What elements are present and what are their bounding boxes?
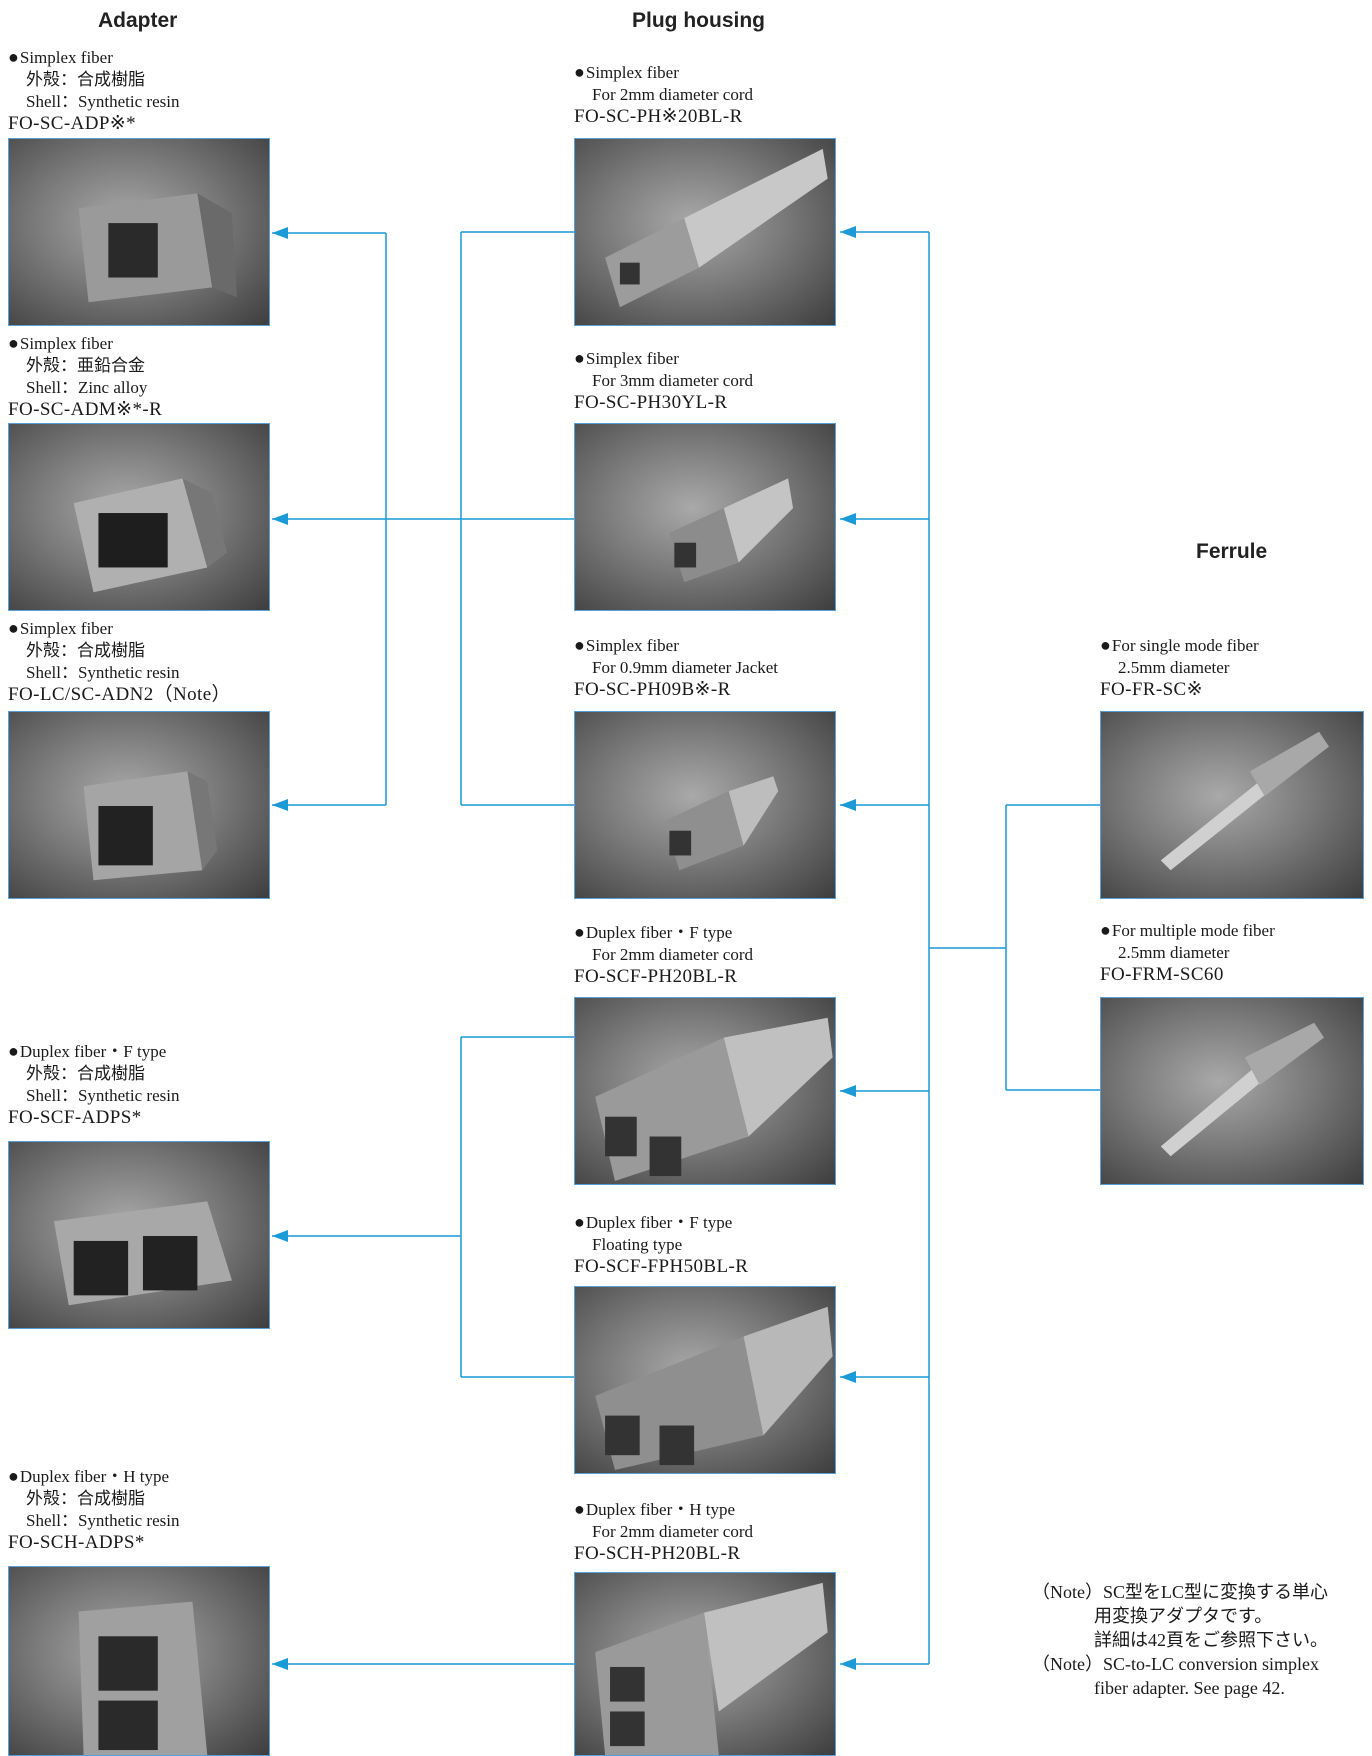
adapter-spec: 外殻：合成樹脂 (26, 1489, 145, 1508)
note-en-label: （Note） (1032, 1654, 1103, 1674)
plug-part-number: FO-SC-PH09B※-R (574, 679, 731, 700)
ferrule-part-number: FO-FR-SC※ (1100, 679, 1203, 700)
adapter-part-number: FO-SCF-ADPS* (8, 1107, 142, 1128)
note-en-text: SC-to-LC conversion simplex (1103, 1654, 1319, 1674)
ferrule-title: For multiple mode fiber (1100, 919, 1275, 942)
note-block: （Note）SC型をLC型に変換する単心 用変換アダプタです。 詳細は42頁をご… (1032, 1580, 1328, 1700)
adapter-title: Duplex fiber・F type (8, 1040, 179, 1063)
plug-desc-6: Duplex fiber・H type For 2mm diameter cor… (574, 1498, 753, 1565)
plug-part-number: FO-SCF-PH20BL-R (574, 966, 738, 987)
ferrule-desc-2: For multiple mode fiber 2.5mm diameter F… (1100, 919, 1275, 986)
ferrule-spec: 2.5mm diameter (1118, 658, 1230, 677)
plug-title: Duplex fiber・F type (574, 921, 753, 944)
plug-spec: For 2mm diameter cord (592, 945, 753, 964)
plug-title: Simplex fiber (574, 61, 753, 84)
adapter-part-number: FO-SCH-ADPS* (8, 1532, 145, 1553)
plug-housing-heading: Plug housing (632, 9, 765, 32)
simplex-adapter-icon (8, 138, 270, 326)
plug-spec: For 0.9mm diameter Jacket (592, 658, 779, 677)
adapter-title: Simplex fiber (8, 332, 162, 355)
adapter-part-number: FO-LC/SC-ADN2（Note） (8, 684, 231, 705)
ferrule-desc-1: For single mode fiber 2.5mm diameter FO-… (1100, 634, 1259, 701)
plug-part-number: FO-SC-PH30YL-R (574, 392, 728, 413)
plug-desc-5: Duplex fiber・F type Floating type FO-SCF… (574, 1211, 748, 1278)
plug-spec: For 2mm diameter cord (592, 1522, 753, 1541)
plug-housing-icon (574, 711, 836, 899)
note-jp-text: SC型をLC型に変換する単心 (1103, 1582, 1329, 1602)
plug-part-number: FO-SC-PH※20BL-R (574, 106, 743, 127)
ferrule-icon (1100, 997, 1364, 1185)
plug-spec: For 2mm diameter cord (592, 85, 753, 104)
plug-spec: Floating type (592, 1235, 683, 1254)
adapter-spec: Shell：Synthetic resin (26, 663, 180, 682)
note-jp-text: 用変換アダプタです。 (1094, 1606, 1273, 1626)
duplex-adapter-icon (8, 1566, 270, 1756)
adapter-title: Duplex fiber・H type (8, 1465, 179, 1488)
note-jp-text: 詳細は42頁をご参照下さい。 (1094, 1630, 1328, 1650)
adapter-title: Simplex fiber (8, 46, 179, 69)
plug-title: Duplex fiber・F type (574, 1211, 748, 1234)
note-en-first-line: （Note）SC-to-LC conversion simplex (1032, 1652, 1328, 1676)
duplex-plug-icon (574, 1286, 836, 1474)
plug-title: Simplex fiber (574, 347, 753, 370)
ferrule-spec: 2.5mm diameter (1118, 943, 1230, 962)
plug-spec: For 3mm diameter cord (592, 371, 753, 390)
duplex-adapter-icon (8, 1141, 270, 1329)
ferrule-part-number: FO-FRM-SC60 (1100, 964, 1224, 985)
adapter-spec: 外殻：合成樹脂 (26, 70, 145, 89)
adapter-spec: Shell：Synthetic resin (26, 92, 180, 111)
plug-part-number: FO-SCF-FPH50BL-R (574, 1256, 749, 1277)
simplex-adapter-icon (8, 711, 270, 899)
adapter-desc-1: Simplex fiber 外殻：合成樹脂 Shell：Synthetic re… (8, 46, 179, 135)
adapter-spec: Shell：Synthetic resin (26, 1086, 180, 1105)
ferrule-icon (1100, 711, 1364, 899)
simplex-adapter-icon (8, 423, 270, 611)
note-en-text: fiber adapter. See page 42. (1094, 1678, 1285, 1698)
plug-title: Simplex fiber (574, 634, 778, 657)
adapter-spec: 外殻：合成樹脂 (26, 641, 145, 660)
note-jp-first-line: （Note）SC型をLC型に変換する単心 (1032, 1580, 1328, 1604)
plug-desc-4: Duplex fiber・F type For 2mm diameter cor… (574, 921, 753, 988)
adapter-spec: 外殻：亜鉛合金 (26, 356, 145, 375)
adapter-spec: Shell：Zinc alloy (26, 378, 148, 397)
duplex-plug-icon (574, 1572, 836, 1756)
adapter-desc-3: Simplex fiber 外殻：合成樹脂 Shell：Synthetic re… (8, 617, 231, 706)
adapter-spec: Shell：Synthetic resin (26, 1511, 180, 1530)
plug-housing-icon (574, 138, 836, 326)
plug-desc-1: Simplex fiber For 2mm diameter cord FO-S… (574, 61, 753, 128)
plug-part-number: FO-SCH-PH20BL-R (574, 1543, 741, 1564)
adapter-desc-2: Simplex fiber 外殻：亜鉛合金 Shell：Zinc alloy F… (8, 332, 162, 421)
adapter-desc-4: Duplex fiber・F type 外殻：合成樹脂 Shell：Synthe… (8, 1040, 179, 1129)
adapter-heading: Adapter (98, 9, 178, 32)
adapter-desc-5: Duplex fiber・H type 外殻：合成樹脂 Shell：Synthe… (8, 1465, 179, 1554)
plug-title: Duplex fiber・H type (574, 1498, 753, 1521)
note-jp-label: （Note） (1032, 1582, 1103, 1602)
adapter-part-number: FO-SC-ADM※*-R (8, 399, 163, 420)
plug-housing-icon (574, 423, 836, 611)
ferrule-heading: Ferrule (1196, 540, 1268, 563)
adapter-part-number: FO-SC-ADP※* (8, 113, 137, 134)
duplex-plug-icon (574, 997, 836, 1185)
adapter-spec: 外殻：合成樹脂 (26, 1064, 145, 1083)
adapter-title: Simplex fiber (8, 617, 231, 640)
plug-desc-2: Simplex fiber For 3mm diameter cord FO-S… (574, 347, 753, 414)
plug-desc-3: Simplex fiber For 0.9mm diameter Jacket … (574, 634, 778, 701)
ferrule-title: For single mode fiber (1100, 634, 1259, 657)
